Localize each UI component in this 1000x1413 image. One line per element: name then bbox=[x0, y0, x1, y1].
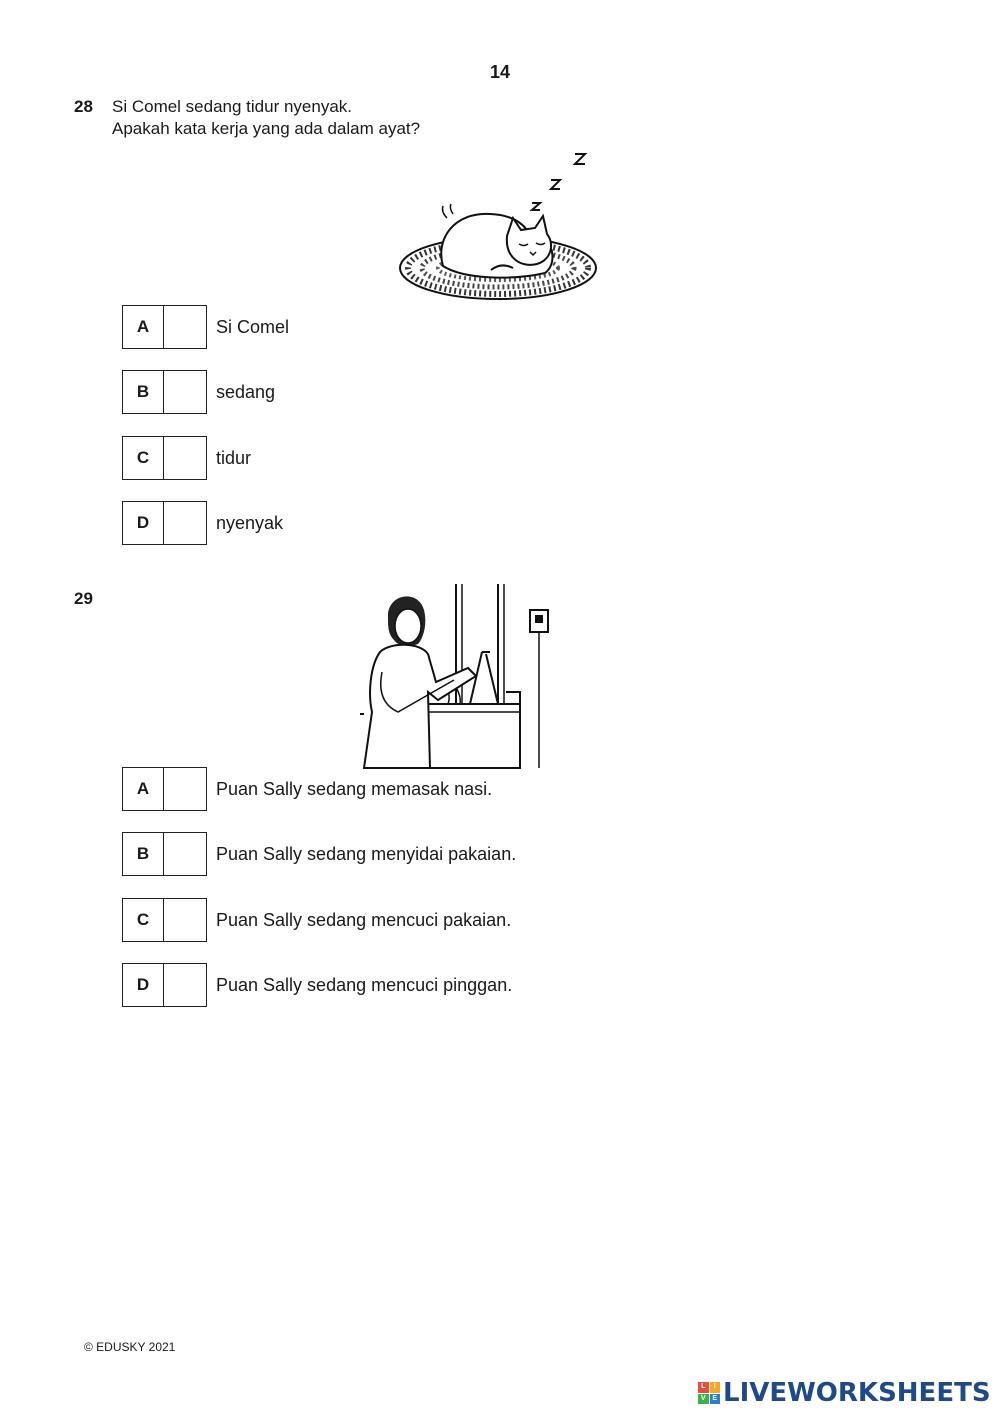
option-letter: A bbox=[123, 768, 164, 810]
sleeping-cat-icon bbox=[395, 148, 605, 306]
answer-checkbox-29-b[interactable] bbox=[164, 833, 206, 875]
question-29-option-a: A Puan Sally sedang memasak nasi. bbox=[122, 767, 492, 811]
question-29-option-c: C Puan Sally sedang mencuci pakaian. bbox=[122, 898, 511, 942]
option-letter: D bbox=[123, 964, 164, 1006]
question-29-option-d: D Puan Sally sedang mencuci pinggan. bbox=[122, 963, 512, 1007]
answer-checkbox-28-c[interactable] bbox=[164, 437, 206, 479]
question-28-option-a: A Si Comel bbox=[122, 305, 289, 349]
option-text: sedang bbox=[216, 381, 276, 402]
brand-name: LIVEWORKSHEETS bbox=[723, 1378, 991, 1408]
question-29-option-b: B Puan Sally sedang menyidai pakaian. bbox=[122, 832, 516, 876]
option-text: tidur bbox=[216, 447, 252, 468]
woman-washing-machine-icon bbox=[358, 582, 558, 770]
option-text: Puan Sally sedang menyidai pakaian. bbox=[216, 843, 517, 864]
option-letter: B bbox=[123, 371, 164, 413]
question-28-line-2: Apakah kata kerja yang ada dalam ayat? bbox=[112, 119, 421, 138]
answer-checkbox-28-a[interactable] bbox=[164, 306, 206, 348]
option-letter: C bbox=[123, 899, 164, 941]
answer-checkbox-29-d[interactable] bbox=[164, 964, 206, 1006]
option-letter: A bbox=[123, 306, 164, 348]
copyright-footer: © EDUSKY 2021 bbox=[84, 1340, 176, 1354]
question-28-option-b: B sedang bbox=[122, 370, 275, 414]
question-28-text: Si Comel sedang tidur nyenyak. Apakah ka… bbox=[112, 96, 420, 140]
question-28-option-d: D nyenyak bbox=[122, 501, 283, 545]
question-28-number: 28 bbox=[74, 97, 93, 116]
question-28-line-1: Si Comel sedang tidur nyenyak. bbox=[112, 97, 353, 116]
option-text: Puan Sally sedang memasak nasi. bbox=[216, 778, 493, 799]
logo-letter: V bbox=[698, 1393, 709, 1404]
page-number: 14 bbox=[489, 62, 511, 82]
option-text: nyenyak bbox=[216, 512, 284, 533]
option-text: Puan Sally sedang mencuci pinggan. bbox=[216, 974, 513, 995]
option-letter: B bbox=[123, 833, 164, 875]
answer-checkbox-29-c[interactable] bbox=[164, 899, 206, 941]
option-text: Puan Sally sedang mencuci pakaian. bbox=[216, 909, 512, 930]
option-letter: C bbox=[123, 437, 164, 479]
question-29-number: 29 bbox=[74, 589, 93, 608]
answer-checkbox-28-d[interactable] bbox=[164, 502, 206, 544]
logo-letter: L bbox=[698, 1382, 709, 1393]
option-text: Si Comel bbox=[216, 316, 290, 337]
logo-letter: E bbox=[709, 1393, 720, 1404]
answer-checkbox-28-b[interactable] bbox=[164, 371, 206, 413]
liveworksheets-logo-icon: L I V E bbox=[698, 1382, 720, 1404]
question-28-option-c: C tidur bbox=[122, 436, 251, 480]
liveworksheets-logo[interactable]: L I V E LIVEWORKSHEETS bbox=[698, 1378, 991, 1408]
logo-letter: I bbox=[709, 1382, 720, 1393]
answer-checkbox-29-a[interactable] bbox=[164, 768, 206, 810]
option-letter: D bbox=[123, 502, 164, 544]
